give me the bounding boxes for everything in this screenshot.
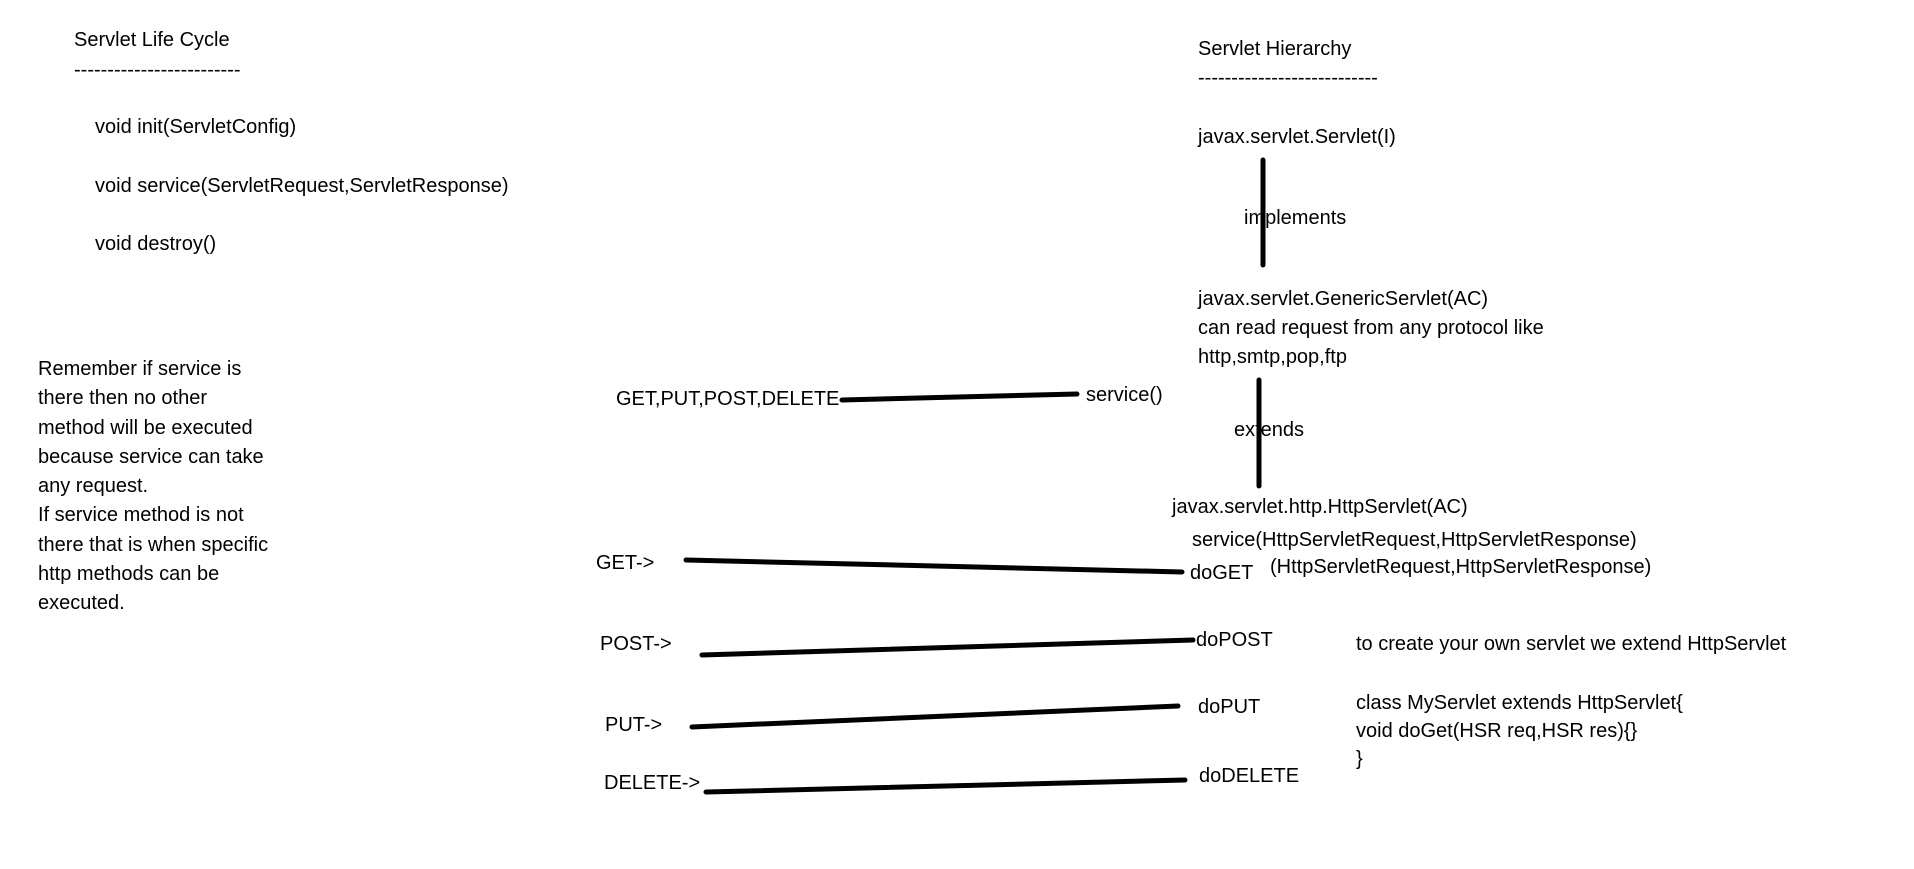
lifecycle-underline: ------------------------- (74, 59, 241, 81)
lifecycle-method-destroy: void destroy() (95, 233, 217, 255)
post-label: POST-> (600, 633, 672, 655)
code-line-close: } (1356, 748, 1363, 770)
dodelete-label: doDELETE (1199, 765, 1300, 787)
note-line: any request. (38, 475, 149, 498)
service-method-label: service() (1086, 384, 1163, 406)
hierarchy-http-servlet: javax.servlet.http.HttpServlet(AC) (1172, 496, 1468, 518)
hierarchy-implements-label: implements (1244, 207, 1347, 229)
hierarchy-title: Servlet Hierarchy (1198, 38, 1352, 60)
hierarchy-underline: --------------------------- (1198, 67, 1378, 89)
delete-to-dodelete-line (703, 777, 1188, 795)
get-to-doget-line (683, 557, 1185, 575)
post-to-dopost-line (699, 637, 1196, 658)
service-note: Remember if service is there then no oth… (38, 355, 328, 619)
note-line: If service method is not (38, 504, 244, 527)
hierarchy-extends-label: extends (1234, 419, 1305, 441)
all-methods-to-service-line (839, 391, 1080, 403)
note-line: executed. (38, 592, 125, 615)
note-line: there then no other (38, 387, 208, 410)
put-to-doput-line (689, 703, 1181, 730)
get-label: GET-> (596, 552, 655, 574)
lifecycle-method-init: void init(ServletConfig) (95, 116, 297, 138)
note-line: there that is when specific (38, 533, 269, 556)
put-label: PUT-> (605, 714, 663, 736)
hierarchy-generic-servlet: javax.servlet.GenericServlet(AC) (1198, 288, 1489, 310)
code-line-class: class MyServlet extends HttpServlet{ (1356, 692, 1683, 714)
doget-params: (HttpServletRequest,HttpServletResponse) (1270, 556, 1652, 578)
hierarchy-servlet-interface: javax.servlet.Servlet(I) (1198, 126, 1396, 148)
hierarchy-generic-desc-2: http,smtp,pop,ftp (1198, 346, 1347, 368)
note-line: Remember if service is (38, 358, 242, 380)
hierarchy-generic-desc-1: can read request from any protocol like (1198, 317, 1544, 339)
note-line: because service can take (38, 445, 264, 468)
dopost-label: doPOST (1196, 629, 1273, 651)
note-line: method will be executed (38, 416, 253, 439)
doput-label: doPUT (1198, 696, 1261, 718)
note-line: http methods can be (38, 563, 220, 586)
doget-label: doGET (1190, 562, 1254, 584)
delete-label: DELETE-> (604, 772, 701, 794)
custom-servlet-intro: to create your own servlet we extend Htt… (1356, 633, 1787, 655)
lifecycle-method-service: void service(ServletRequest,ServletRespo… (95, 175, 509, 197)
lifecycle-title: Servlet Life Cycle (74, 29, 230, 51)
code-line-doget: void doGet(HSR req,HSR res){} (1356, 720, 1638, 742)
all-methods-label: GET,PUT,POST,DELETE (616, 388, 840, 410)
hierarchy-http-service: service(HttpServletRequest,HttpServletRe… (1192, 529, 1637, 551)
